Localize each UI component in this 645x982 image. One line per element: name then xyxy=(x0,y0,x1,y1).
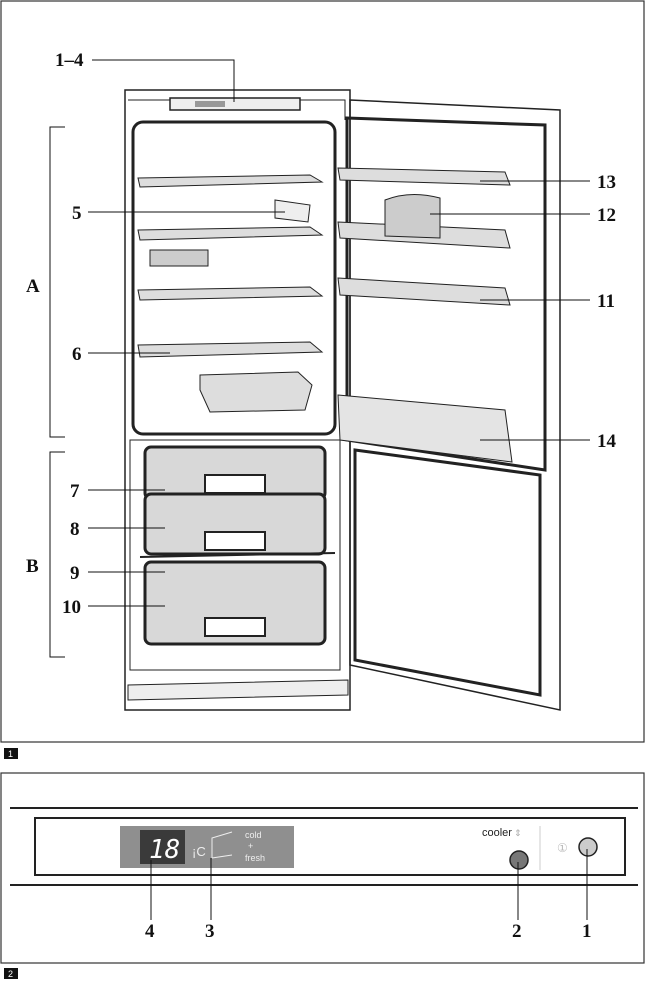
temperature-value: 18 xyxy=(149,835,180,865)
control-panel xyxy=(169,97,301,111)
label-7: 7 xyxy=(70,481,80,502)
label-B: B xyxy=(26,556,39,577)
glass-shelf xyxy=(137,174,324,188)
label-14: 14 xyxy=(597,431,617,452)
label-4: 4 xyxy=(145,921,155,942)
door-shelf-13 xyxy=(337,167,511,186)
figure1-labels: 1–4 5 A 6 7 8 B 9 10 13 12 11 14 xyxy=(26,50,617,618)
label-1: 1 xyxy=(582,921,592,942)
figure1-number: 1 xyxy=(8,749,13,759)
label-2: 2 xyxy=(512,921,522,942)
plus-label: + xyxy=(248,841,253,851)
container xyxy=(199,371,313,413)
small-box xyxy=(149,249,209,267)
label-8: 8 xyxy=(70,519,80,540)
fridge-body xyxy=(124,89,351,711)
label-13: 13 xyxy=(597,172,616,193)
label-5: 5 xyxy=(72,203,82,224)
label-1-4: 1–4 xyxy=(55,50,84,71)
temperature-button[interactable] xyxy=(509,850,529,870)
freezer-drawer-10 xyxy=(143,560,327,646)
ice-tray-shelf xyxy=(139,552,336,558)
figure1-number-box xyxy=(4,748,18,759)
leader-lines xyxy=(49,59,590,658)
egg-tray xyxy=(384,194,441,239)
fridge-door xyxy=(337,99,561,711)
figure2-leader-lines xyxy=(150,849,588,920)
fresh-label: fresh xyxy=(245,853,265,863)
on-off-button[interactable] xyxy=(578,837,598,857)
label-A: A xyxy=(26,276,40,297)
temperature-display xyxy=(140,830,185,864)
door-shelf-11 xyxy=(337,277,511,306)
glass-shelf xyxy=(137,226,324,241)
unit-label: ¡C xyxy=(192,844,206,859)
arrow-fresh xyxy=(211,854,233,859)
label-6: 6 xyxy=(72,344,82,365)
figure2-number-box xyxy=(4,968,18,979)
door-shelf-14 xyxy=(337,394,513,463)
cooler-label: cooler xyxy=(482,827,512,839)
label-3: 3 xyxy=(205,921,215,942)
cold-label: cold xyxy=(245,830,262,840)
label-10: 10 xyxy=(62,597,81,618)
arrow-cold xyxy=(211,831,233,858)
label-9: 9 xyxy=(70,563,80,584)
power-icon: ① xyxy=(557,841,568,855)
figure2-number: 2 xyxy=(8,969,13,979)
label-11: 11 xyxy=(597,291,615,312)
up-down-arrow-icon: ⇕ xyxy=(514,829,522,839)
label-12: 12 xyxy=(597,205,616,226)
glass-shelf xyxy=(137,286,324,301)
